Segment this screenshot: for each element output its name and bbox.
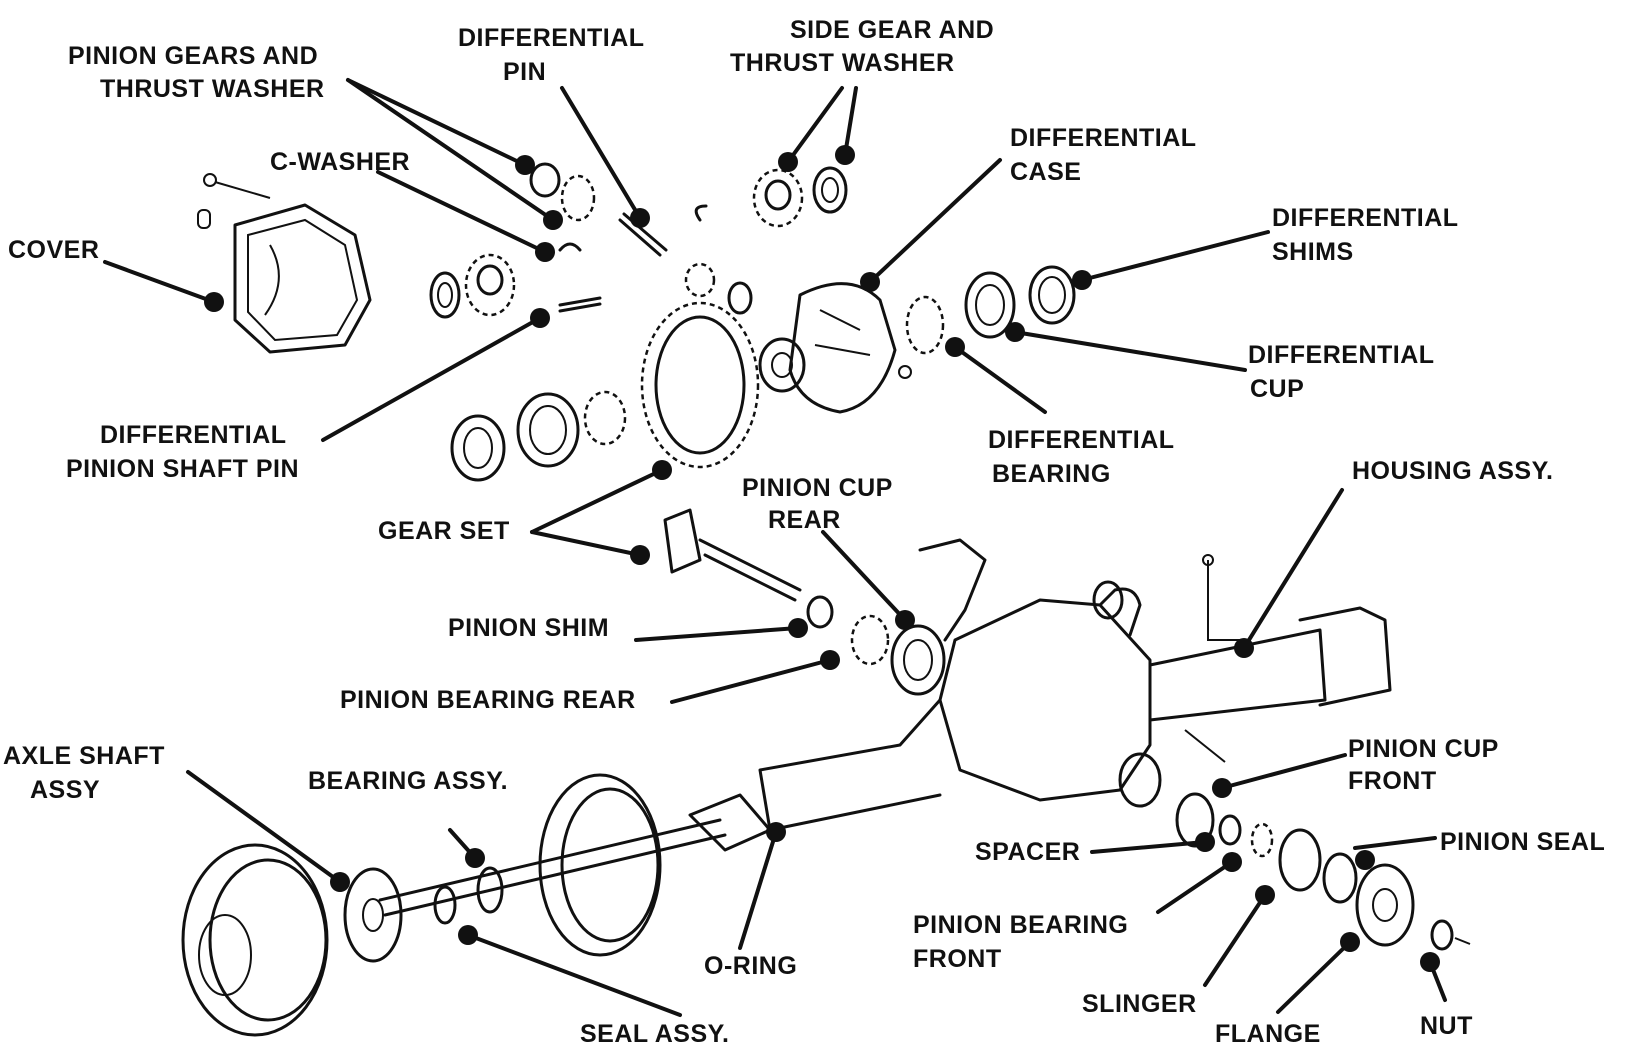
label-differential-shims-line2: SHIMS: [1272, 238, 1354, 266]
labels: PINION GEARS AND THRUST WASHER DIFFERENT…: [3, 16, 1605, 1048]
label-pinion-cup-rear-line2: REAR: [768, 506, 841, 534]
label-pinion-shim: PINION SHIM: [448, 614, 609, 642]
label-pinion-bearing-front-line2: FRONT: [913, 945, 1002, 973]
leader-lines: [103, 78, 1447, 1017]
label-pinion-bearing-rear: PINION BEARING REAR: [340, 686, 636, 714]
label-spacer: SPACER: [975, 838, 1080, 866]
label-pinion-gears-and-thrust-washer-line2: THRUST WASHER: [100, 75, 325, 103]
label-c-washer: C-WASHER: [270, 148, 410, 176]
label-differential-shims-line1: DIFFERENTIAL: [1272, 204, 1459, 232]
label-gear-set: GEAR SET: [378, 517, 510, 545]
label-pinion-cup-front-line2: FRONT: [1348, 767, 1437, 795]
label-bearing-assy: BEARING ASSY.: [308, 767, 508, 795]
label-housing-assy: HOUSING ASSY.: [1352, 457, 1553, 485]
pinion-gear-part: [663, 508, 946, 696]
label-differential-case-line2: CASE: [1010, 158, 1081, 186]
differential-bearing-cup-part: [905, 265, 1076, 355]
label-pinion-seal: PINION SEAL: [1440, 828, 1605, 856]
callout-dots: [204, 145, 1440, 972]
label-seal-assy: SEAL ASSY.: [580, 1020, 730, 1048]
label-differential-pin-line1: DIFFERENTIAL: [458, 24, 645, 52]
label-differential-bearing-line1: DIFFERENTIAL: [988, 426, 1175, 454]
label-pinion-cup-front-line1: PINION CUP: [1348, 735, 1499, 763]
label-cover: COVER: [8, 236, 99, 264]
label-differential-case-line1: DIFFERENTIAL: [1010, 124, 1197, 152]
label-axle-shaft-assy-line2: ASSY: [30, 776, 100, 804]
label-differential-cup-line2: CUP: [1250, 375, 1304, 403]
cover-part: [197, 173, 372, 354]
front-pinion-parts: [1175, 792, 1471, 951]
housing-part: [758, 538, 1392, 832]
label-differential-pinion-shaft-pin-line1: DIFFERENTIAL: [100, 421, 287, 449]
ring-gear-part: [450, 301, 760, 482]
pinion-gears-washers-part: [429, 162, 753, 319]
label-side-gear-line1: SIDE GEAR AND: [790, 16, 994, 44]
label-o-ring: O-RING: [704, 952, 797, 980]
label-differential-bearing-line2: BEARING: [992, 460, 1111, 488]
side-gear-part: [752, 166, 848, 228]
label-axle-shaft-assy-line1: AXLE SHAFT: [3, 742, 165, 770]
label-pinion-bearing-front-line1: PINION BEARING: [913, 911, 1128, 939]
label-slinger: SLINGER: [1082, 990, 1197, 1018]
label-flange: FLANGE: [1215, 1020, 1321, 1048]
label-differential-pin-line2: PIN: [503, 58, 546, 86]
label-differential-pinion-shaft-pin-line2: PINION SHAFT PIN: [66, 455, 299, 483]
brake-drum-axle-part: [181, 773, 772, 1037]
label-differential-cup-line1: DIFFERENTIAL: [1248, 341, 1435, 369]
label-nut: NUT: [1420, 1012, 1473, 1040]
differential-case-part: [758, 282, 912, 414]
label-pinion-gears-and-thrust-washer-line1: PINION GEARS AND: [68, 42, 318, 70]
label-side-gear-line2: THRUST WASHER: [730, 49, 955, 77]
label-pinion-cup-rear-line1: PINION CUP: [742, 474, 893, 502]
